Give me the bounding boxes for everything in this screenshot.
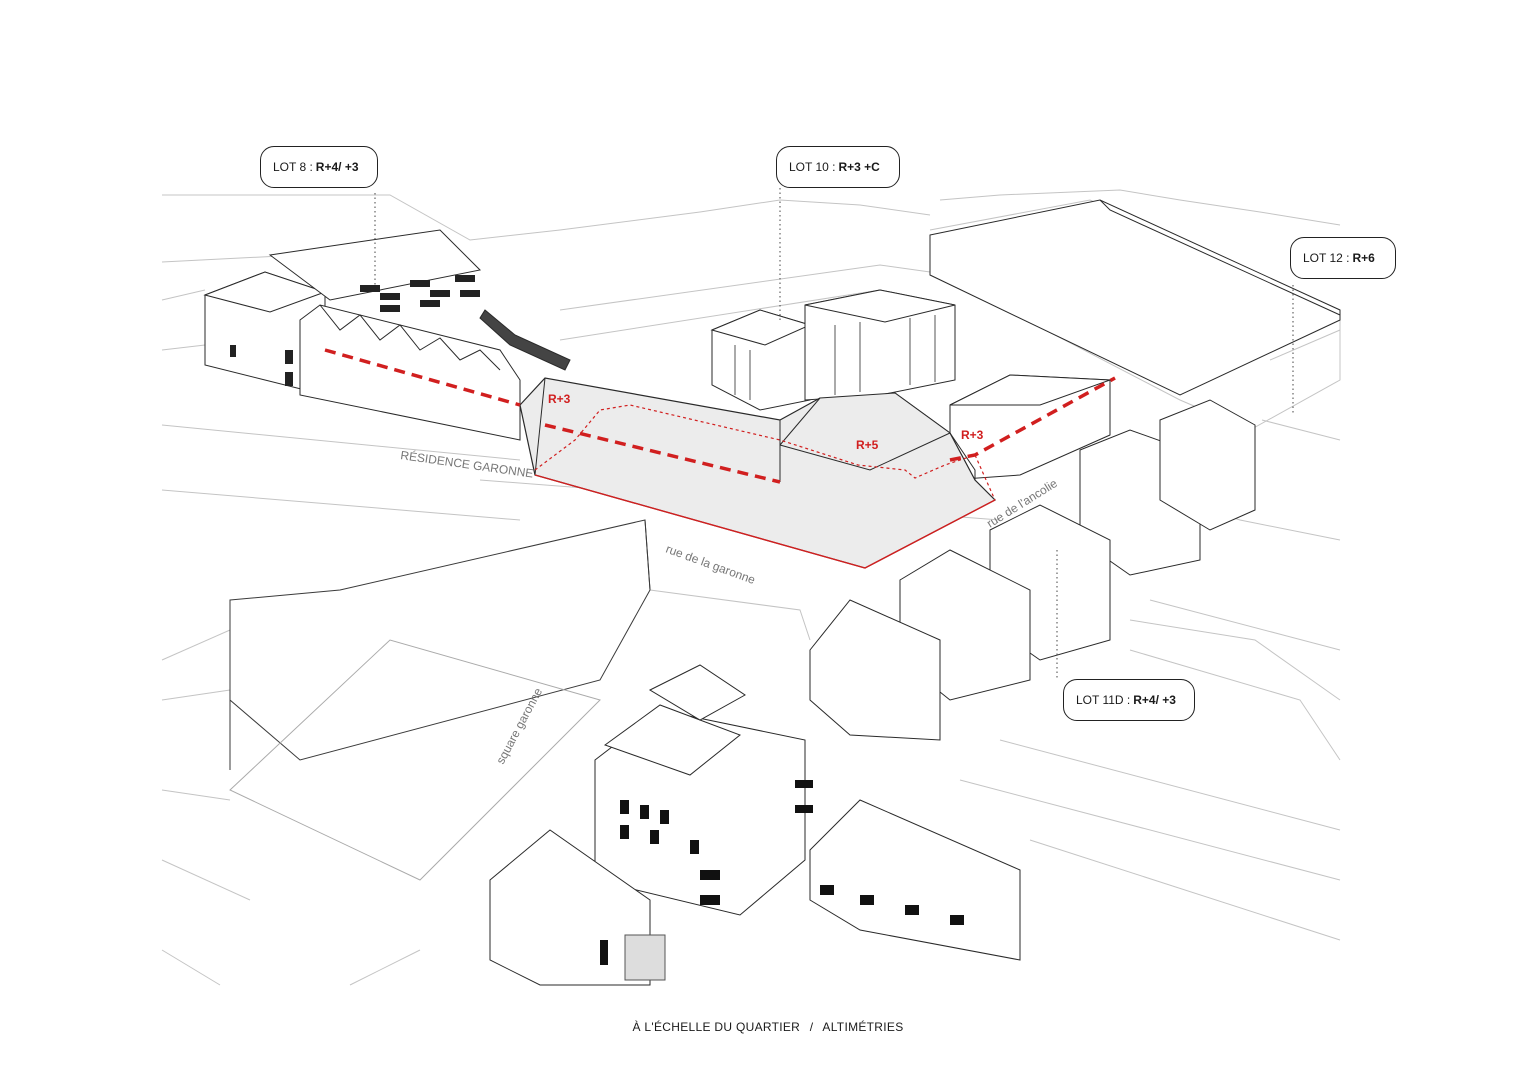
- caption-separator: /: [809, 1020, 814, 1034]
- square-garonne-block: [229, 519, 651, 881]
- callout-lot8-prefix: LOT 8 :: [273, 160, 313, 174]
- callout-lot11d: LOT 11D : R+4/ +3: [1063, 679, 1195, 721]
- callout-lot12-prefix: LOT 12 :: [1303, 251, 1350, 265]
- caption-left: À L'ÉCHELLE DU QUARTIER: [632, 1020, 801, 1034]
- leader-lines: [374, 188, 1294, 680]
- caption-right: ALTIMÉTRIES: [822, 1020, 904, 1034]
- lot11-buildings: [809, 374, 1256, 741]
- lot12-building: [929, 199, 1341, 396]
- callout-lot8: LOT 8 : R+4/ +3: [260, 146, 378, 188]
- lot8-buildings: [203, 229, 571, 441]
- lot10-buildings: [710, 289, 956, 411]
- callout-lot12: LOT 12 : R+6: [1290, 237, 1396, 279]
- callout-lot11d-value: R+4/ +3: [1133, 693, 1176, 707]
- height-label-east: R+3: [961, 428, 984, 442]
- callout-lot12-value: R+6: [1352, 251, 1375, 265]
- height-label-west: R+3: [548, 392, 571, 406]
- lower-buildings: [489, 664, 1021, 986]
- street-label-garonne: rue de la garonne: [664, 542, 757, 587]
- height-label-center: R+5: [856, 438, 879, 452]
- callout-lot10: LOT 10 : R+3 +C: [776, 146, 900, 188]
- callout-lot10-prefix: LOT 10 :: [789, 160, 836, 174]
- callout-lot8-value: R+4/ +3: [315, 160, 359, 174]
- street-label-residence: RÉSIDENCE GARONNE: [400, 447, 535, 481]
- project-volume: [519, 377, 997, 569]
- figure-caption: À L'ÉCHELLE DU QUARTIER / ALTIMÉTRIES: [0, 1020, 1536, 1034]
- callout-lot11d-prefix: LOT 11D :: [1076, 693, 1131, 707]
- height-lines: [324, 348, 1116, 484]
- callout-lot10-value: R+3 +C: [838, 160, 880, 174]
